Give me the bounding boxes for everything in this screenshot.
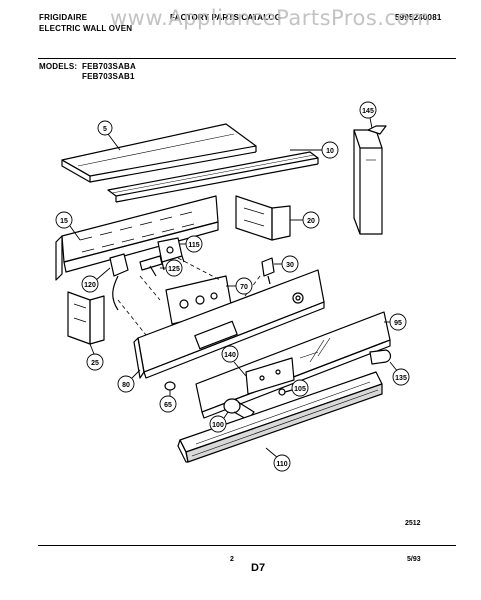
callout-5: 5 xyxy=(97,120,121,151)
callout-70: 70 xyxy=(226,277,253,295)
callout-120: 120 xyxy=(81,267,111,293)
knob-plate xyxy=(245,357,295,395)
svg-text:20: 20 xyxy=(307,218,315,225)
footer-rule xyxy=(38,545,456,546)
page-number: 2 xyxy=(230,556,234,563)
svg-text:140: 140 xyxy=(224,352,236,359)
watermark: www.AppliancePartsPros.com xyxy=(110,6,431,30)
callout-95: 95 xyxy=(384,313,407,331)
section-code: D7 xyxy=(251,562,266,574)
callout-135: 135 xyxy=(389,361,410,386)
callout-125: 125 xyxy=(160,259,183,277)
brand-name: FRIGIDAIRE xyxy=(39,13,88,22)
screw xyxy=(278,388,293,396)
callout-25: 25 xyxy=(86,343,104,371)
svg-text:145: 145 xyxy=(362,108,374,115)
svg-text:120: 120 xyxy=(84,282,96,289)
callout-115: 115 xyxy=(180,235,203,253)
callout-30: 30 xyxy=(274,255,299,273)
knob xyxy=(223,398,255,421)
catalog-title: FACTORY PARTS CATALOG xyxy=(170,13,282,22)
small-switch xyxy=(261,257,275,285)
models-label: MODELS: xyxy=(39,62,78,71)
svg-text:5: 5 xyxy=(103,126,107,133)
svg-text:65: 65 xyxy=(164,402,172,409)
callout-65: 65 xyxy=(159,390,177,413)
model-2: FEB703SAB1 xyxy=(82,72,135,81)
trim-strip xyxy=(107,151,319,203)
callout-105: 105 xyxy=(291,379,309,397)
svg-text:70: 70 xyxy=(240,284,248,291)
callout-15: 15 xyxy=(55,211,81,241)
callout-110: 110 xyxy=(265,447,291,472)
callout-140: 140 xyxy=(221,345,247,377)
svg-text:10: 10 xyxy=(326,148,334,155)
callout-100: 100 xyxy=(209,411,229,433)
back-panel xyxy=(55,195,219,281)
svg-text:25: 25 xyxy=(91,360,99,367)
svg-text:100: 100 xyxy=(212,422,224,429)
svg-text:105: 105 xyxy=(294,386,306,393)
svg-text:135: 135 xyxy=(395,375,407,382)
left-bracket xyxy=(67,291,105,345)
svg-text:30: 30 xyxy=(286,262,294,269)
callout-145: 145 xyxy=(359,101,377,129)
svg-text:125: 125 xyxy=(168,266,180,273)
product-name: ELECTRIC WALL OVEN xyxy=(39,24,133,33)
svg-text:110: 110 xyxy=(276,461,287,468)
svg-text:95: 95 xyxy=(394,320,402,327)
side-duct xyxy=(353,125,387,235)
door-handle xyxy=(177,371,383,463)
catalog-number: 5995240081 xyxy=(395,13,442,22)
svg-text:115: 115 xyxy=(188,242,199,249)
header-rule xyxy=(38,58,456,59)
cap xyxy=(369,349,392,365)
revision-date: 5/93 xyxy=(407,556,421,563)
model-1: FEB703SABA xyxy=(82,62,137,71)
thermostat-shaft xyxy=(139,255,163,277)
svg-text:80: 80 xyxy=(122,382,130,389)
drawing-number: 2512 xyxy=(405,520,421,527)
callout-20: 20 xyxy=(290,211,320,229)
front-glass-panel xyxy=(195,311,391,419)
right-bracket xyxy=(235,195,291,241)
grommet xyxy=(164,381,176,391)
svg-text:15: 15 xyxy=(60,218,68,225)
relay xyxy=(109,253,129,311)
callout-10: 10 xyxy=(290,141,339,159)
control-panel xyxy=(133,269,325,379)
top-trim-panel xyxy=(61,123,257,183)
callout-80: 80 xyxy=(117,369,141,393)
